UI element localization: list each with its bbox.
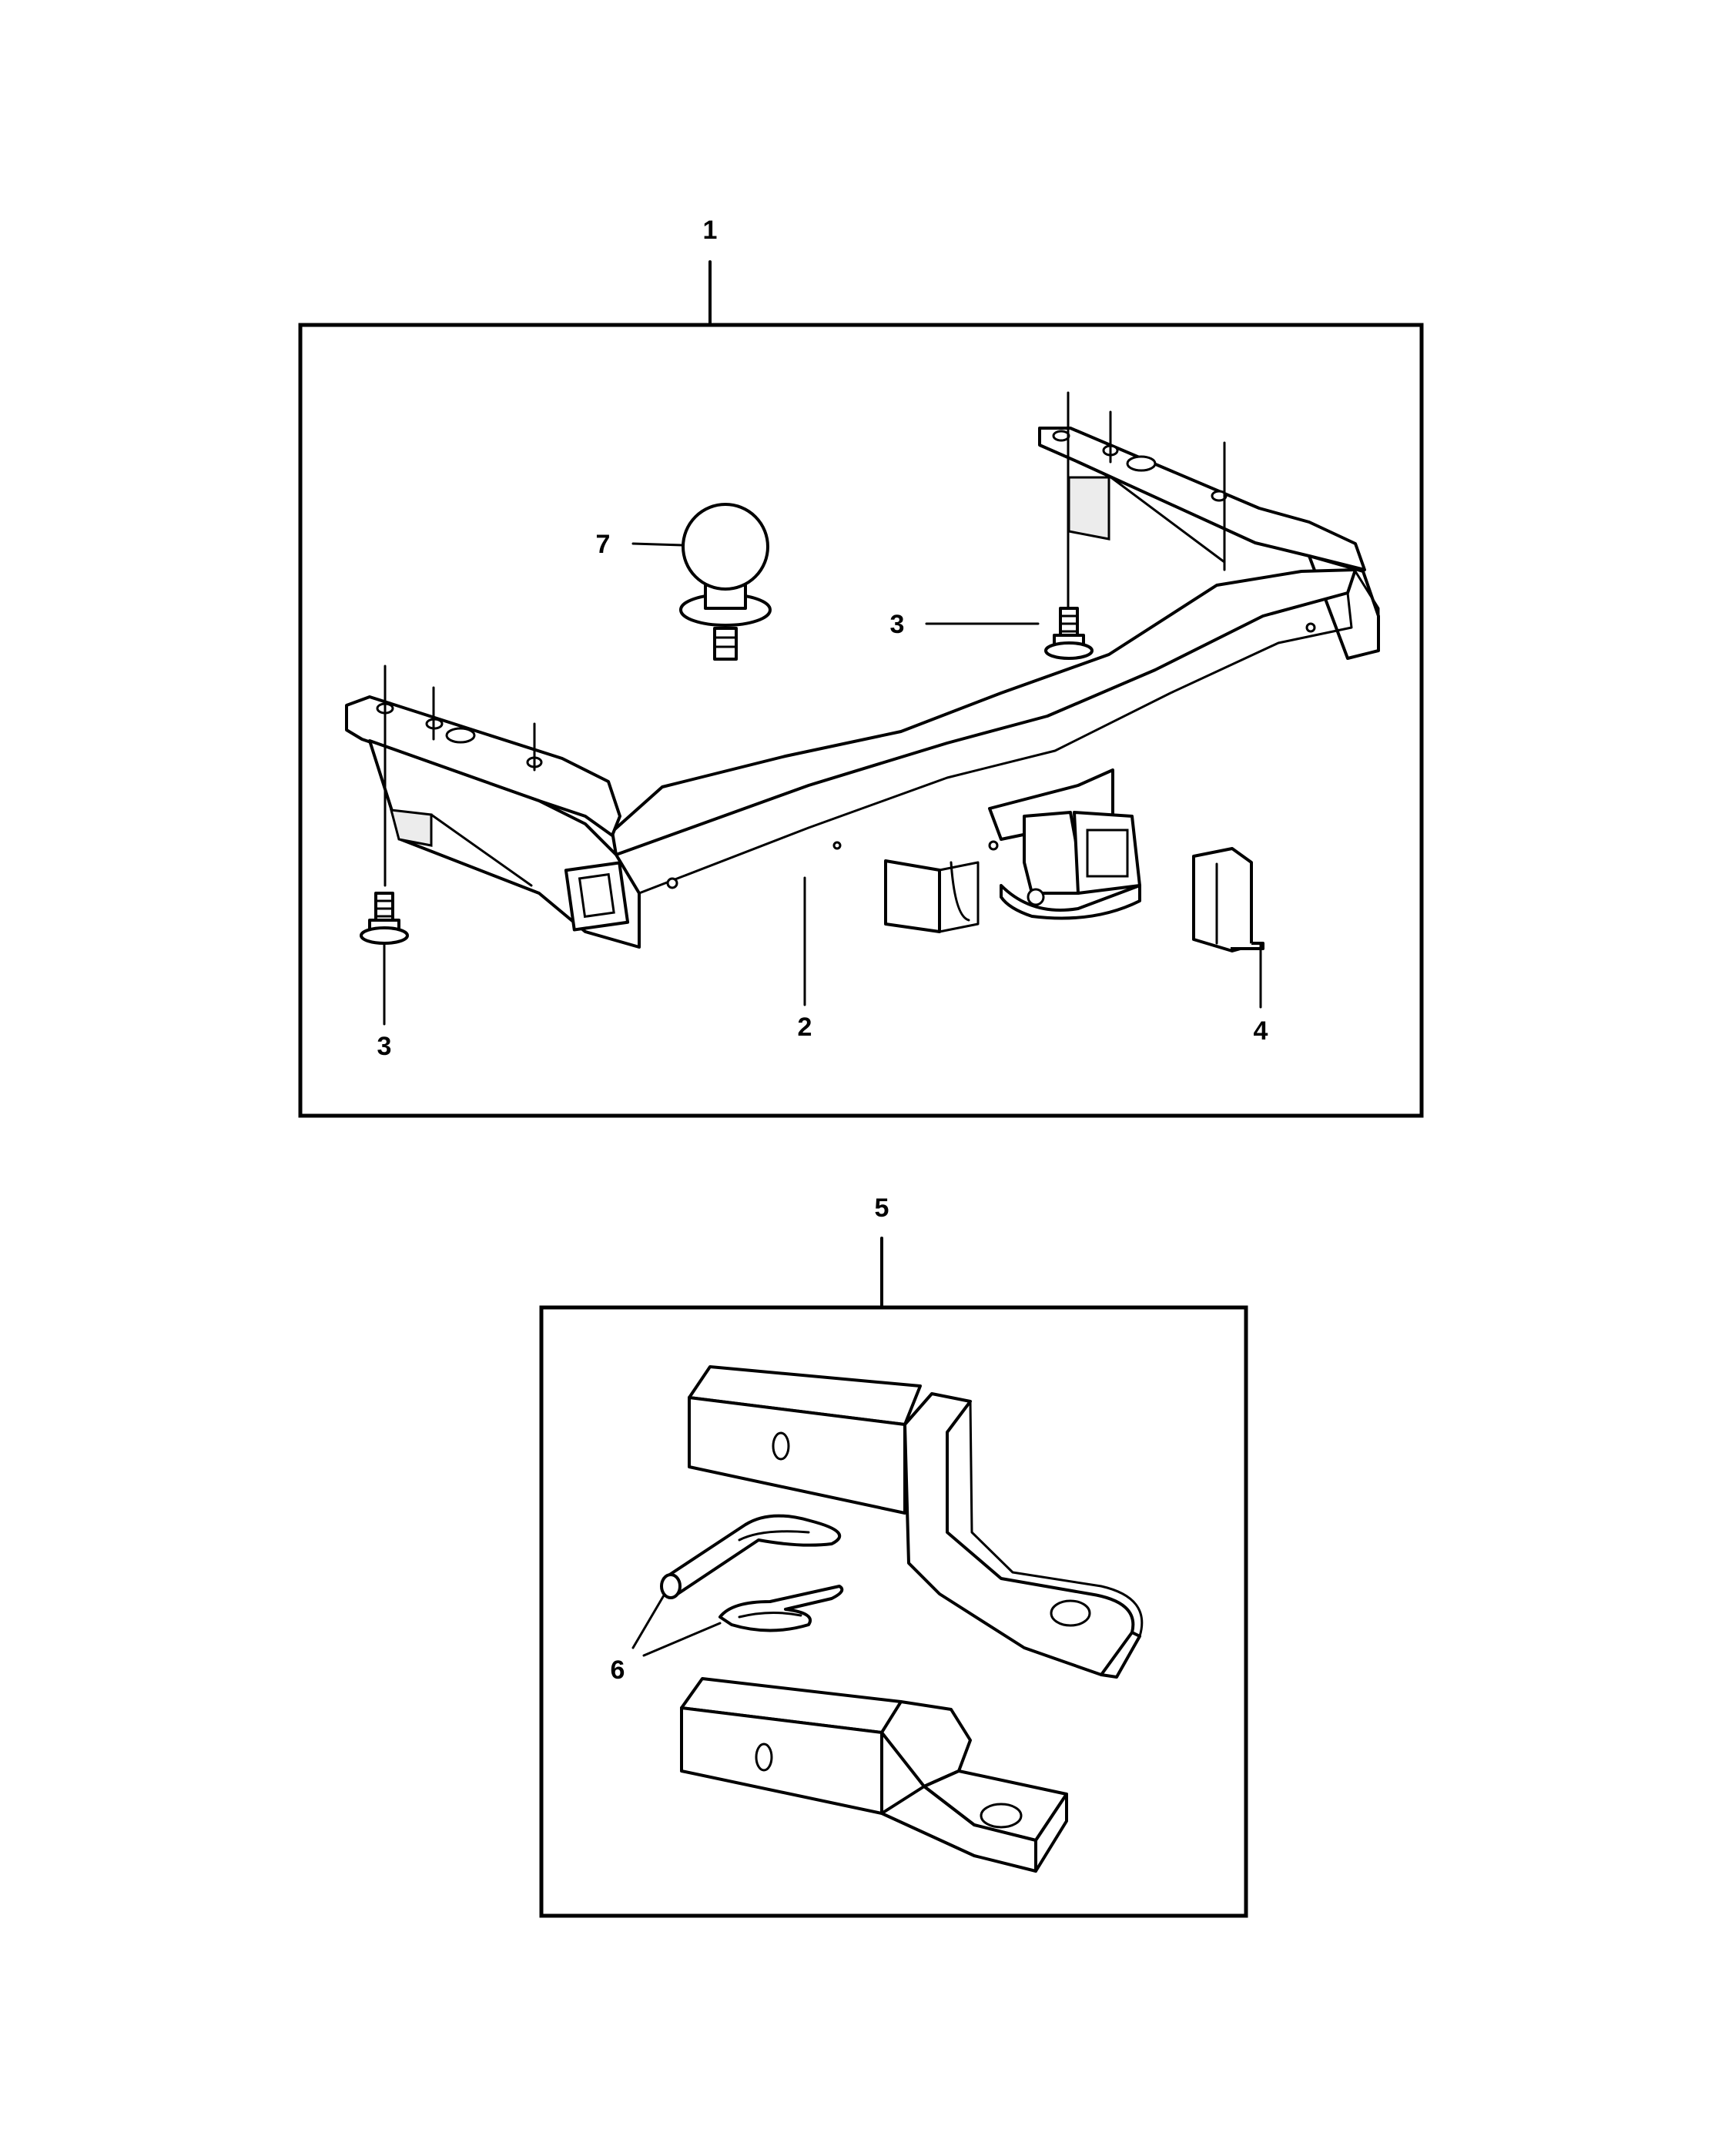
right-bolt-hole-3	[1211, 490, 1228, 502]
tube-hole-center	[832, 841, 842, 850]
hitch-pin-clip	[718, 1585, 844, 1632]
flange-bolt-left	[360, 892, 409, 945]
leader-7	[631, 542, 684, 547]
drop-mount-ball-hole	[1050, 1599, 1091, 1627]
right-bracket-gusset	[1107, 474, 1226, 564]
callout-3-right: 3	[890, 610, 905, 639]
left-mount-bracket-plate	[345, 695, 621, 837]
cross-tube	[611, 568, 1357, 856]
straight-mount-pin-hole	[755, 1743, 773, 1772]
flange-bolt-right	[1044, 607, 1094, 660]
leader-6-pin	[631, 1594, 665, 1649]
hitch-pin-clip-inner	[738, 1611, 802, 1619]
straight-mount-plate-end	[1034, 1793, 1068, 1873]
drop-mount-pin-hole	[772, 1431, 790, 1461]
left-chain-loop-opening	[578, 872, 615, 919]
ball-mount-kit: 5	[539, 1194, 1248, 1918]
receiver-pin-hole	[1027, 888, 1045, 906]
plug-stem	[1231, 942, 1264, 950]
right-bolt-hole-1	[1052, 430, 1070, 442]
callout-4: 4	[1254, 1016, 1268, 1046]
kit-5-frame	[539, 1305, 1248, 1918]
right-mount-bracket-plate	[1038, 427, 1366, 571]
tube-hole-left	[666, 877, 678, 889]
receiver-wiring-bracket	[950, 861, 970, 922]
receiver-hitch-kit: 1	[298, 216, 1424, 1118]
drop-mount-end-face	[1100, 1631, 1141, 1679]
receiver-hitch-crossmember	[345, 427, 1380, 949]
kit-1-frame	[298, 323, 1424, 1118]
receiver-side-hole	[988, 840, 999, 851]
straight-ball-mount	[680, 1677, 1068, 1873]
hitch-pin-bend	[738, 1530, 810, 1542]
receiver-opening	[1086, 829, 1129, 878]
callout-1: 1	[703, 216, 718, 245]
bolt-left-flange	[360, 926, 409, 945]
cross-tube-lower-edge	[615, 591, 1353, 895]
drop-mount-shank-drop	[903, 1392, 1135, 1676]
receiver-plug	[1192, 847, 1264, 952]
leader-6-clip	[642, 1622, 722, 1657]
callout-6: 6	[611, 1656, 625, 1685]
hitch-pin	[662, 1514, 842, 1595]
receiver-lower-plate	[884, 859, 941, 933]
bolt-right-flange	[1044, 641, 1094, 660]
callout-5: 5	[875, 1194, 889, 1223]
callout-2: 2	[798, 1013, 812, 1042]
right-slot-hole	[1126, 455, 1157, 472]
right-bracket-web	[1067, 476, 1110, 541]
plug-cap	[1192, 847, 1253, 952]
callout-7: 7	[596, 530, 611, 559]
callout-3-left: 3	[377, 1032, 392, 1061]
drop-mount-outer-edge	[969, 1400, 1144, 1669]
left-slot-hole	[445, 727, 476, 744]
receiver-tube-side	[1023, 811, 1080, 895]
hitch-pin-end	[660, 1573, 682, 1599]
drop-ball-mount	[688, 1365, 1144, 1679]
tube-hole-right	[1305, 622, 1316, 633]
hitch-pin-and-clip	[660, 1514, 844, 1632]
straight-mount-ball-hole	[980, 1803, 1023, 1829]
ball-sphere	[682, 503, 769, 591]
ball-shank-thread	[713, 627, 738, 661]
drop-mount-shank-side	[688, 1396, 906, 1515]
receiver-chain-plate	[1000, 884, 1141, 920]
receiver-lower-plate-side	[938, 861, 980, 933]
cross-tube-end-edge	[1354, 570, 1380, 652]
left-bracket-web	[389, 808, 433, 847]
left-bracket-gusset	[430, 813, 533, 887]
hitch-ball	[679, 503, 772, 661]
